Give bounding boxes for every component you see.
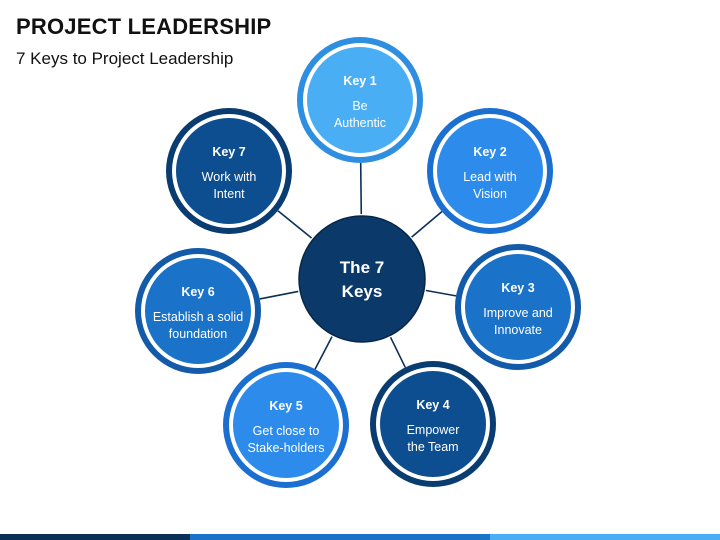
key-node-disc bbox=[437, 118, 543, 224]
key-description-line: Empower bbox=[407, 423, 460, 437]
key-label: Key 6 bbox=[181, 285, 214, 299]
key-label: Key 2 bbox=[473, 145, 506, 159]
page-title: PROJECT LEADERSHIP bbox=[16, 14, 272, 39]
connector-5 bbox=[314, 334, 334, 370]
connector-6 bbox=[259, 290, 301, 300]
connectors bbox=[259, 162, 457, 370]
key-description-line: Intent bbox=[213, 187, 245, 201]
page-subtitle: 7 Keys to Project Leadership bbox=[16, 49, 234, 68]
key-label: Key 3 bbox=[501, 281, 534, 295]
key-node-disc bbox=[145, 258, 251, 364]
key-description-line: Improve and bbox=[483, 306, 553, 320]
key-label: Key 7 bbox=[212, 145, 245, 159]
connector-1 bbox=[359, 162, 363, 217]
key-description-line: foundation bbox=[169, 327, 227, 341]
key-node-disc bbox=[233, 372, 339, 478]
center-label-line: Keys bbox=[342, 282, 383, 301]
key-description-line: Vision bbox=[473, 187, 507, 201]
key-description-line: Be bbox=[352, 99, 367, 113]
center-node: The 7 Keys bbox=[297, 214, 427, 344]
key-label: Key 5 bbox=[269, 399, 302, 413]
key-description-line: Stake-holders bbox=[247, 441, 324, 455]
connector-2 bbox=[409, 211, 443, 239]
key-description-line: Authentic bbox=[334, 116, 386, 130]
key-node-6: Key 6 Establish a solid foundation bbox=[135, 248, 261, 374]
key-node-4: Key 4 Empower the Team bbox=[370, 361, 496, 487]
key-description-line: Work with bbox=[202, 170, 257, 184]
key-node-disc bbox=[465, 254, 571, 360]
key-description-line: Get close to bbox=[253, 424, 320, 438]
key-label: Key 4 bbox=[416, 398, 449, 412]
key-description-line: the Team bbox=[407, 440, 458, 454]
connector-4 bbox=[388, 335, 407, 368]
key-description-line: Innovate bbox=[494, 323, 542, 337]
bar-segment-light bbox=[490, 534, 720, 540]
key-description-line: Establish a solid bbox=[153, 310, 243, 324]
key-label: Key 1 bbox=[343, 74, 376, 88]
connector-7 bbox=[277, 210, 314, 240]
key-node-5: Key 5 Get close to Stake-holders bbox=[223, 362, 349, 488]
key-description-line: Lead with bbox=[463, 170, 517, 184]
bar-segment-dark bbox=[0, 534, 190, 540]
key-node-disc bbox=[307, 47, 413, 153]
bottom-accent-bar bbox=[0, 534, 720, 540]
center-disc bbox=[298, 215, 426, 343]
center-label-line: The 7 bbox=[340, 258, 384, 277]
key-node-disc bbox=[176, 118, 282, 224]
bar-segment-mid bbox=[190, 534, 490, 540]
key-node-disc bbox=[380, 371, 486, 477]
connector-3 bbox=[423, 289, 457, 297]
